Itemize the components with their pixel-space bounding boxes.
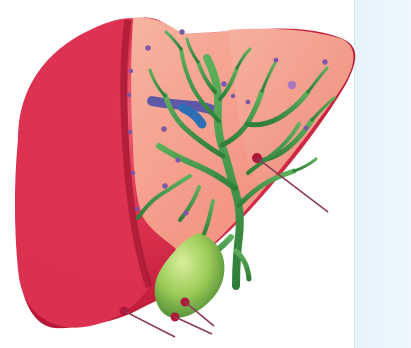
liver-illustration xyxy=(0,0,411,348)
illustration-frame xyxy=(0,0,411,348)
